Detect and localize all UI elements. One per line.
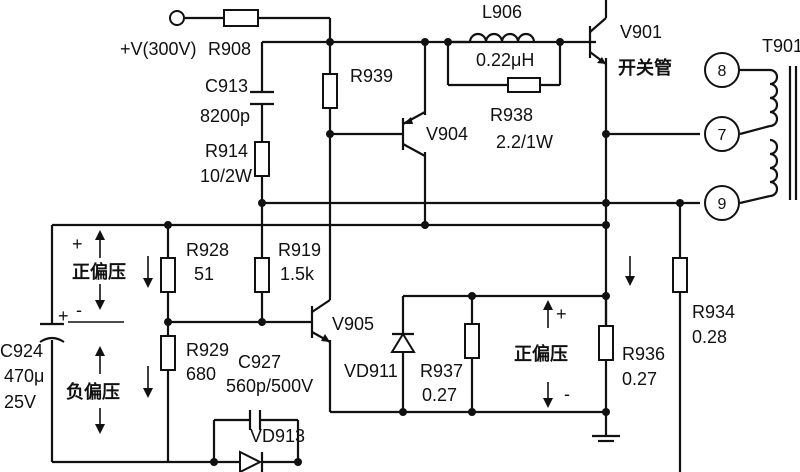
junction-dots [164, 38, 684, 466]
t901-pin-8: 8 [718, 63, 727, 80]
v904-label: V904 [426, 124, 468, 144]
c924-plus: + [58, 306, 69, 326]
negative-bias: 负偏压 [66, 381, 120, 403]
r936-value: 0.27 [622, 369, 657, 389]
transistor-v905 [310, 299, 331, 343]
resistor-r928 [160, 257, 176, 293]
c927-label: C927 [238, 352, 281, 372]
c924-label: C924 [0, 341, 43, 361]
c924-voltage: 25V [4, 392, 36, 412]
l906-label: L906 [482, 2, 522, 22]
ground-symbol [592, 434, 620, 443]
t901-pin-9: 9 [718, 196, 727, 213]
r919-value: 1.5k [280, 264, 315, 284]
inductor-l906 [468, 32, 536, 43]
r938-label: R938 [490, 105, 533, 125]
r928-value: 51 [194, 264, 214, 284]
c913-label: C913 [205, 76, 248, 96]
right-minus: - [564, 384, 570, 404]
r914-value: 10/2W [200, 166, 252, 186]
capacitor-c927 [248, 410, 262, 430]
wires [50, 0, 770, 472]
r937-value: 0.27 [422, 385, 457, 405]
r929-value: 680 [186, 364, 216, 384]
r914-label: R914 [205, 141, 248, 161]
v905-label: V905 [332, 314, 374, 334]
r938-value: 2.2/1W [496, 132, 553, 152]
positive-bias-left: 正偏压 [72, 261, 126, 283]
resistor-r938 [507, 77, 541, 93]
c927-value: 560p/500V [226, 376, 313, 396]
l906-value: 0.22μH [476, 50, 534, 70]
transistor-v904 [401, 111, 426, 157]
diode-vd913 [239, 450, 264, 472]
r934-value: 0.28 [692, 327, 727, 347]
resistor-r934 [672, 257, 688, 293]
c924-value: 470μ [4, 366, 44, 386]
r939-label: R939 [350, 66, 393, 86]
resistor-r937 [464, 323, 480, 359]
t901-label: T901 [762, 36, 800, 56]
vd911-label: VD911 [344, 361, 398, 381]
bias-arrows [68, 230, 635, 434]
resistor-r908 [223, 9, 259, 27]
v901-desc: 开关管 [618, 57, 672, 79]
capacitor-c924 [39, 322, 65, 343]
t901-pin-7: 7 [718, 127, 727, 144]
positive-bias-right: 正偏压 [514, 343, 568, 365]
diode-vd911 [390, 332, 416, 353]
r928-label: R928 [186, 240, 229, 260]
resistor-r914 [254, 141, 270, 177]
transistor-v901 [588, 17, 607, 65]
resistor-r939 [322, 73, 338, 109]
right-plus: + [556, 304, 567, 324]
r919-label: R919 [278, 240, 321, 260]
left-minus: - [76, 300, 82, 320]
left-plus: + [72, 234, 83, 254]
supply-label: +V(300V) [120, 39, 197, 59]
r934-label: R934 [692, 302, 735, 322]
resistor-r919 [254, 257, 270, 293]
capacitor-c913 [250, 90, 274, 106]
r936-label: R936 [622, 344, 665, 364]
resistor-r936 [598, 325, 614, 361]
transformer-t901 [704, 52, 798, 221]
supply-terminal [169, 10, 185, 26]
v901-label: V901 [620, 22, 662, 42]
r929-label: R929 [186, 340, 229, 360]
c913-value: 8200p [200, 106, 250, 126]
vd913-label: VD913 [250, 426, 305, 446]
r937-label: R937 [420, 361, 463, 381]
r908-label: R908 [208, 39, 251, 59]
resistor-r929 [160, 335, 176, 371]
